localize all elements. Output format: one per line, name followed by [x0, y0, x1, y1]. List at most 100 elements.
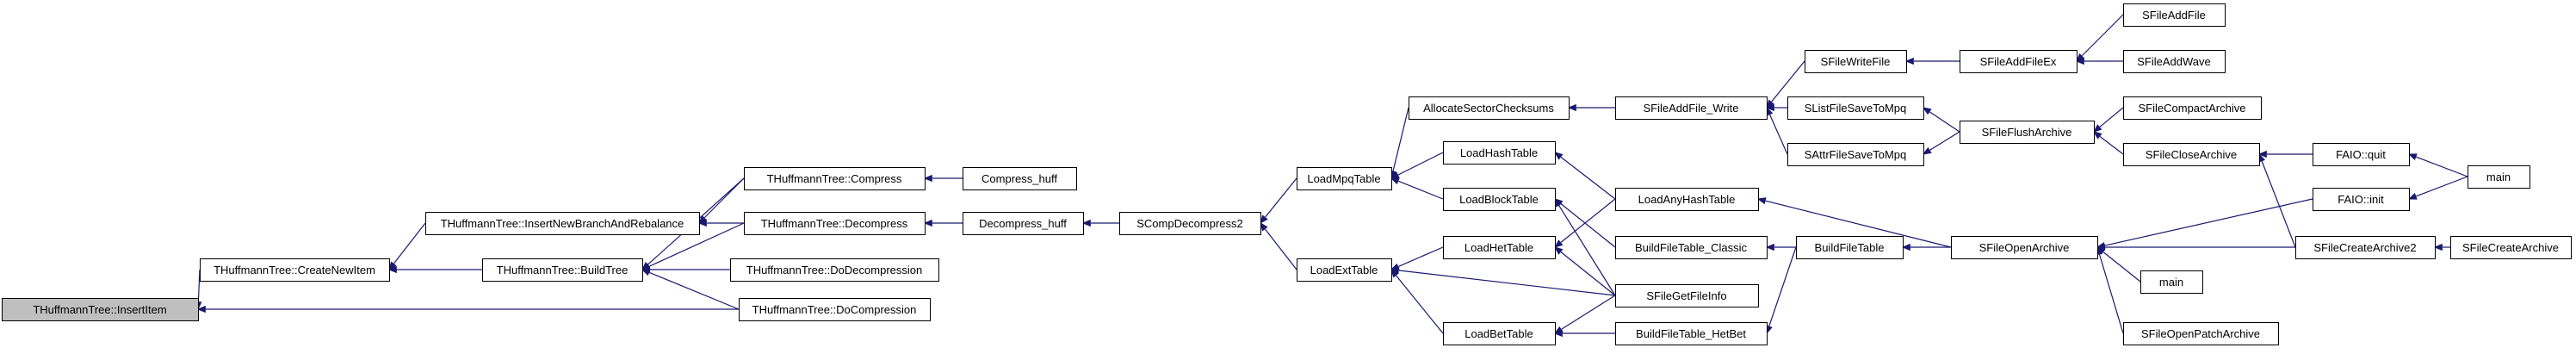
node-allocatesectorchecksums[interactable]: AllocateSectorChecksums	[1409, 96, 1570, 120]
node-label: AllocateSectorChecksums	[1423, 102, 1554, 115]
node-sfilecompactarchive[interactable]: SFileCompactArchive	[2123, 96, 2262, 120]
node-label: SFileCreateArchive2	[2313, 241, 2416, 254]
arrowhead	[1922, 107, 1932, 115]
node-sfileaddfile[interactable]: SFileAddFile	[2123, 3, 2226, 27]
node-loadanyhashtable[interactable]: LoadAnyHashTable	[1615, 188, 1759, 211]
node-thuffmanntree-dodecompression[interactable]: THuffmannTree::DoDecompression	[730, 258, 939, 282]
node-label: SFileCompactArchive	[2139, 102, 2246, 115]
node-decompress-huff[interactable]: Decompress_huff	[963, 212, 1084, 235]
node-thuffmanntree-decompress[interactable]: THuffmannTree::Decompress	[744, 212, 926, 235]
arrowhead	[1922, 146, 1932, 155]
edge-loadbettable-to-loadexttable	[1390, 268, 1444, 334]
edge-sfileaddwave-to-sfileaddfileex	[2075, 57, 2123, 65]
arrowhead	[1567, 103, 1576, 112]
node-compress-huff[interactable]: Compress_huff	[963, 167, 1077, 190]
node-label: SFileCloseArchive	[2146, 148, 2237, 161]
node-label: THuffmannTree::DoDecompression	[746, 264, 922, 276]
edge-main-to-sfileopenarchive	[2096, 246, 2141, 283]
node-main[interactable]: main	[2468, 165, 2530, 189]
node-box	[744, 212, 926, 235]
node-label: SAttrFileSaveToMpq	[1805, 148, 1907, 161]
arrowhead	[1260, 221, 1268, 232]
node-thuffmanntree-insertnewbranchandrebalance[interactable]: THuffmannTree::InsertNewBranchAndRebalan…	[425, 212, 700, 235]
arrowhead	[1081, 219, 1091, 227]
node-sfilecreatearchive[interactable]: SFileCreateArchive	[2450, 236, 2572, 259]
node-box	[1297, 258, 1392, 282]
edge-sfilegetfileinfo-to-loadbettable	[1553, 295, 1616, 334]
node-box	[2313, 143, 2410, 166]
node-buildfiletable-hetbet[interactable]: BuildFileTable_HetBet	[1615, 322, 1768, 345]
node-thuffmanntree-docompression[interactable]: THuffmannTree::DoCompression	[739, 298, 931, 321]
node-box	[2123, 143, 2260, 166]
edge-main-to-faio-init	[2407, 176, 2468, 200]
node-label: LoadBlockTable	[1459, 193, 1539, 206]
edge-main-to-faio-quit	[2407, 153, 2468, 177]
arrowhead	[2092, 124, 2102, 133]
node-scompdecompress2[interactable]: SCompDecompress2	[1119, 212, 1261, 235]
node-label: BuildFileTable_HetBet	[1636, 327, 1746, 340]
node-box	[963, 212, 1084, 235]
node-buildfiletable[interactable]: BuildFileTable	[1796, 236, 1904, 259]
node-thuffmanntree-createnewitem[interactable]: THuffmannTree::CreateNewItem	[200, 258, 390, 282]
edge-loadblocktable-to-loadmpqtable	[1390, 177, 1444, 200]
node-box	[1297, 167, 1392, 190]
edge-sfilewritefile-to-sfileaddfile-write	[1766, 60, 1805, 109]
edge-sfileclosearchive-to-sfileflusharchive	[2092, 131, 2124, 155]
node-sfilewritefile[interactable]: SFileWriteFile	[1805, 50, 1907, 73]
node-box	[482, 258, 643, 282]
arrowhead	[1766, 99, 1774, 109]
node-thuffmanntree-buildtree[interactable]: THuffmannTree::BuildTree	[482, 258, 643, 282]
node-thuffmanntree-compress[interactable]: THuffmannTree::Compress	[744, 167, 926, 190]
node-sfileaddfileex[interactable]: SFileAddFileEx	[1960, 50, 2078, 73]
node-sfileaddwave[interactable]: SFileAddWave	[2123, 50, 2226, 73]
node-label: SFileAddFile	[2142, 9, 2206, 22]
node-box	[2313, 188, 2410, 211]
node-sfilegetfileinfo[interactable]: SFileGetFileInfo	[1615, 284, 1759, 307]
node-sattrfilesavetompq[interactable]: SAttrFileSaveToMpq	[1787, 143, 1924, 166]
node-box	[1615, 236, 1768, 259]
node-loadhettable[interactable]: LoadHetTable	[1443, 236, 1556, 259]
node-sfileclosearchive[interactable]: SFileCloseArchive	[2123, 143, 2260, 166]
node-thuffmanntree-insertitem[interactable]: THuffmannTree::InsertItem	[2, 298, 199, 321]
node-box	[2, 298, 199, 321]
node-faio-quit[interactable]: FAIO::quit	[2313, 143, 2410, 166]
node-sfileflusharchive[interactable]: SFileFlushArchive	[1960, 121, 2095, 144]
node-faio-init[interactable]: FAIO::init	[2313, 188, 2410, 211]
node-sfilecreatearchive2[interactable]: SFileCreateArchive2	[2295, 236, 2436, 259]
node-slistfilesavetompq[interactable]: SListFileSaveToMpq	[1787, 96, 1924, 120]
edge-thuffmanntree-docompression-to-thuffmanntree-buildtree	[641, 269, 740, 310]
node-buildfiletable-classic[interactable]: BuildFileTable_Classic	[1615, 236, 1768, 259]
node-loadhashtable[interactable]: LoadHashTable	[1443, 141, 1556, 165]
node-loadbettable[interactable]: LoadBetTable	[1443, 322, 1556, 345]
node-label: THuffmannTree::InsertNewBranchAndRebalan…	[441, 217, 684, 230]
node-box	[1615, 284, 1759, 307]
node-label: THuffmannTree::InsertItem	[33, 303, 166, 316]
node-loadexttable[interactable]: LoadExtTable	[1297, 258, 1392, 282]
node-sfileopenpatcharchive[interactable]: SFileOpenPatchArchive	[2123, 322, 2279, 345]
edge-sfilecreatearchive2-to-sfileclosearchive	[2258, 152, 2296, 248]
edge-sfilegetfileinfo-to-loadblocktable	[1554, 197, 1616, 296]
node-box	[2295, 236, 2436, 259]
node-box	[1615, 322, 1768, 345]
node-sfileaddfile-write[interactable]: SFileAddFile_Write	[1615, 96, 1768, 120]
node-label: SFileCreateArchive	[2462, 241, 2559, 254]
node-loadblocktable[interactable]: LoadBlockTable	[1443, 188, 1556, 211]
node-main[interactable]: main	[2140, 270, 2203, 294]
node-box	[1615, 96, 1768, 120]
arrowhead	[2257, 150, 2267, 158]
edge-sfileopenarchive-to-buildfiletable	[1901, 243, 1951, 252]
node-label: LoadHashTable	[1460, 146, 1538, 159]
node-label: SFileFlushArchive	[1982, 126, 2072, 139]
node-label: LoadMpqTable	[1307, 172, 1380, 185]
node-box	[1787, 96, 1924, 120]
node-loadmpqtable[interactable]: LoadMpqTable	[1297, 167, 1392, 190]
node-box	[744, 167, 926, 190]
arrowhead	[2075, 57, 2084, 65]
node-box	[1409, 96, 1570, 120]
node-sfileopenarchive[interactable]: SFileOpenArchive	[1951, 236, 2098, 259]
edge-sfilegetfileinfo-to-loadhettable	[1553, 246, 1616, 296]
node-box	[1119, 212, 1261, 235]
arrowhead	[641, 269, 651, 276]
node-box	[739, 298, 931, 321]
node-box	[200, 258, 390, 282]
